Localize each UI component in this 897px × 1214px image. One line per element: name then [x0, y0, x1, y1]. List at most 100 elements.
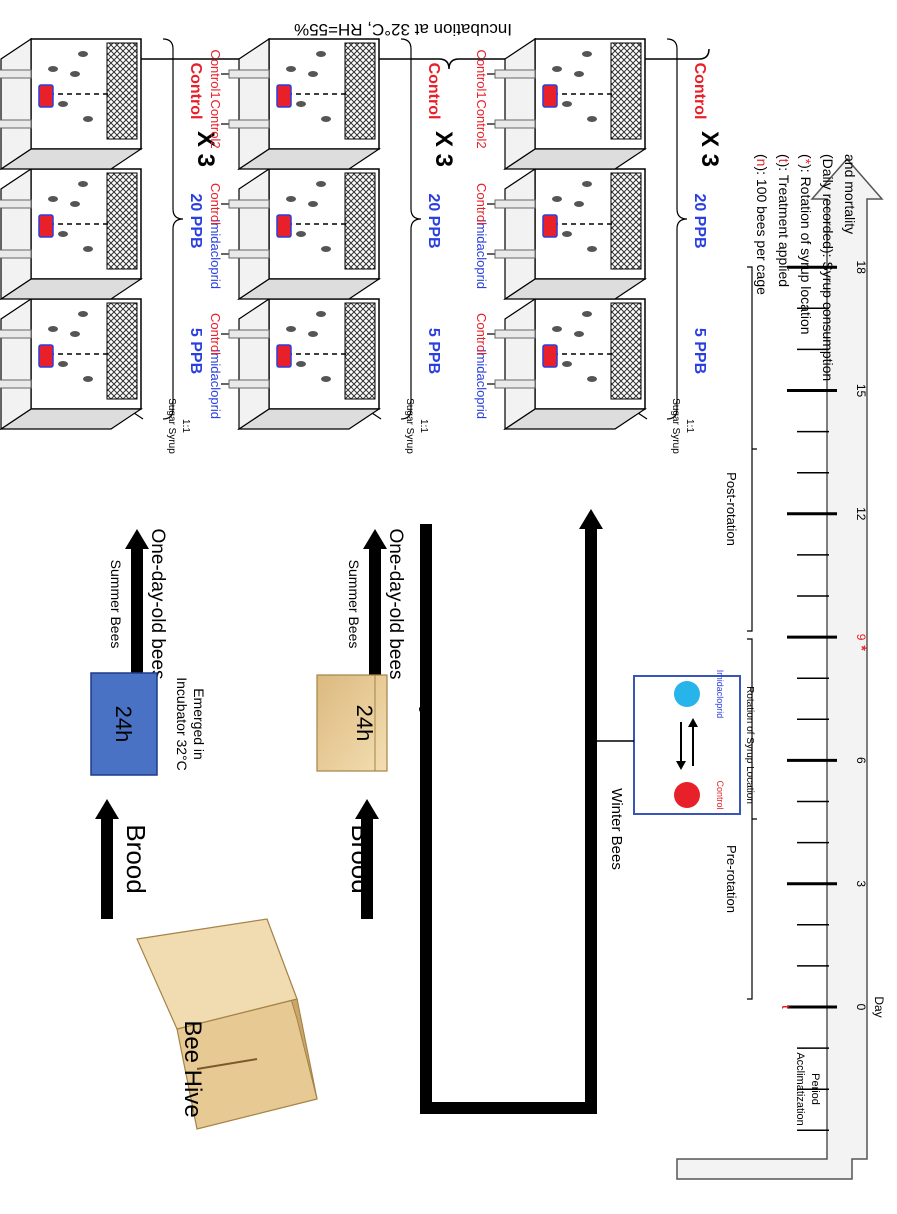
winter-bees-arrow — [420, 524, 442, 1114]
legend-key: n — [754, 159, 770, 167]
bee-icon — [83, 246, 93, 252]
bee-icon — [70, 71, 80, 77]
bee-icon — [78, 311, 88, 317]
tube-label: Imidacloprid — [474, 349, 489, 419]
bee-icon — [587, 116, 597, 122]
syrup-cup-icon — [38, 84, 54, 108]
tube-label: Control — [474, 183, 489, 225]
one-day-old-bees-label: One-day-old bees — [385, 528, 406, 679]
replicate-label: X 3 — [430, 131, 457, 167]
pre-rotation-brace — [747, 638, 757, 1000]
syrup-cup-icon — [38, 344, 54, 368]
tick-label: 0 — [854, 1004, 868, 1011]
tube-label: Control2 — [474, 99, 489, 148]
bee-icon — [552, 326, 562, 332]
bee-icon — [70, 201, 80, 207]
bee-icon — [562, 231, 572, 237]
bee-icon — [562, 101, 572, 107]
cage-treatment-label: Control — [691, 63, 708, 120]
rotation-box-title: Rotation of Syrup Location — [744, 686, 755, 804]
syrup-ratio-label: 1:1 — [684, 419, 695, 433]
bee-icon — [587, 246, 597, 252]
rotation-box: Control Imidacloprid Rotation of Syrup L… — [586, 670, 755, 815]
replicate-brace — [162, 38, 184, 420]
cage-treatment-label: 5 PPB — [691, 328, 708, 374]
bee-icon — [582, 311, 592, 317]
acclimatization-label-2: Period — [809, 1073, 821, 1105]
one-day-old-bees-label: One-day-old bees — [147, 528, 168, 679]
post-rotation-label: Post-rotation — [724, 472, 739, 546]
legend-entry: (t): Treatment applied — [776, 154, 792, 287]
bee-icon — [321, 246, 331, 252]
cage-mesh — [344, 172, 376, 270]
syringe-icon — [228, 249, 270, 259]
bee-icon — [316, 311, 326, 317]
brood-label-1: Brood — [121, 824, 151, 893]
tube-label: Control1 — [474, 49, 489, 98]
bee-icon — [286, 326, 296, 332]
legend-entry: (n): 100 bees per cage — [754, 154, 770, 295]
tick-label: 15 — [854, 384, 868, 398]
t-marker: t — [779, 1005, 791, 1009]
bee-icon — [48, 196, 58, 202]
bee-icon — [582, 181, 592, 187]
cage-mesh — [610, 302, 642, 400]
cage-treatment-label: 5 PPB — [187, 328, 204, 374]
bee-icon — [587, 376, 597, 382]
syrup-name-label: Sugar Syrup — [404, 398, 415, 454]
syrup-cup-icon — [276, 84, 292, 108]
bee-icon — [286, 196, 296, 202]
post-rotation-brace — [747, 266, 757, 632]
summer-bees-label: Summer Bees — [108, 560, 124, 649]
syrup-name-label: Sugar Syrup — [670, 398, 681, 454]
replicate-label: X 3 — [192, 131, 219, 167]
bee-icon — [296, 231, 306, 237]
bee-icon — [574, 331, 584, 337]
bee-icon — [78, 51, 88, 57]
bee-icon — [321, 376, 331, 382]
bee-icon — [574, 71, 584, 77]
legend-entry: (Daily recorded): Syrup consumption — [820, 154, 836, 381]
incubator-box-label: 24h — [111, 706, 136, 743]
bee-icon — [308, 331, 318, 337]
bee-icon — [58, 101, 68, 107]
tube-label: Control1 — [208, 49, 223, 98]
replicate-brace — [666, 38, 688, 420]
legend-key: * — [798, 159, 814, 165]
cage-mesh — [106, 302, 138, 400]
cage-mesh — [344, 42, 376, 140]
bee-icon — [308, 201, 318, 207]
tube-label: Imidacloprid — [208, 219, 223, 289]
tick-label: 3 — [854, 880, 868, 887]
syringe-icon — [0, 329, 32, 339]
syringe-icon — [228, 69, 270, 79]
imidacloprid-dot — [674, 681, 700, 707]
syringe-icon — [0, 379, 32, 389]
cage-mesh — [610, 42, 642, 140]
syrup-ratio-label: 1:1 — [180, 419, 191, 433]
syringe-icon — [228, 379, 270, 389]
timeline-arrow — [676, 157, 884, 1180]
cage-mesh — [344, 302, 376, 400]
bee-icon — [83, 116, 93, 122]
legend-entry: and mortality — [842, 154, 858, 234]
syrup-cup-icon — [38, 214, 54, 238]
syrup-cup-icon — [542, 84, 558, 108]
bee-hive-label: Bee Hive — [179, 1020, 206, 1117]
syringe-icon — [494, 199, 536, 209]
bee-icon — [48, 326, 58, 332]
syrup-name-label: Sugar Syrup — [166, 398, 177, 454]
bee-icon — [574, 201, 584, 207]
star-marker: * — [854, 645, 870, 651]
syringe-icon — [494, 69, 536, 79]
tube-label: Control — [208, 183, 223, 225]
syrup-cup-icon — [276, 214, 292, 238]
syrup-cup-icon — [542, 344, 558, 368]
